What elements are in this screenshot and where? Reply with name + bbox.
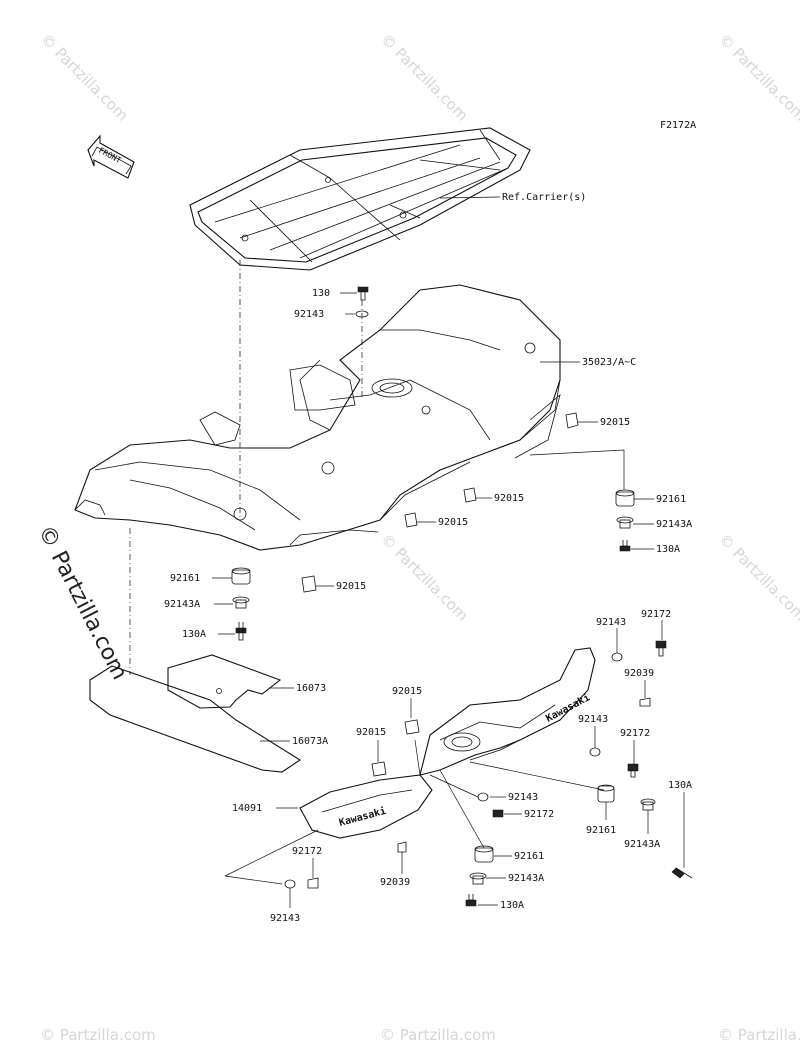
label-130A: 130A xyxy=(500,900,524,911)
washer-92143 xyxy=(589,747,601,757)
bolt-130 xyxy=(357,286,369,301)
carrier-rack xyxy=(189,127,531,271)
watermark: © Partzilla.com xyxy=(377,530,472,625)
label-92143: 92143 xyxy=(270,913,300,924)
bolt-130A xyxy=(235,622,247,641)
grommet-92161 xyxy=(474,845,494,863)
side-cover-left: Kawasaki xyxy=(299,774,433,839)
collar-92143A xyxy=(469,872,487,885)
washer-92143 xyxy=(611,652,623,662)
label-92172: 92172 xyxy=(620,728,650,739)
label-14091: 14091 xyxy=(232,803,262,814)
label-130A: 130A xyxy=(182,629,206,640)
grommet-92161 xyxy=(597,784,615,803)
label-92015: 92015 xyxy=(438,517,468,528)
watermarks: © Partzilla.com © Partzilla.com © Partzi… xyxy=(33,30,800,1044)
grommet-92161 xyxy=(231,567,251,585)
watermark: © Partzilla.com xyxy=(40,1026,156,1044)
watermark: © Partzilla.com xyxy=(715,30,800,125)
watermark: © Partzilla.com xyxy=(718,1026,800,1044)
label-92172: 92172 xyxy=(292,846,322,857)
label-92143A: 92143A xyxy=(656,519,692,530)
label-92143A: 92143A xyxy=(164,599,200,610)
nut-92172 xyxy=(307,877,319,889)
watermark-large: © Partzilla.com xyxy=(33,521,132,684)
collar-92143A xyxy=(232,596,250,609)
label-92143: 92143 xyxy=(596,617,626,628)
label-92015: 92015 xyxy=(392,686,422,697)
clip-92015 xyxy=(301,575,317,593)
watermark: © Partzilla.com xyxy=(715,530,800,625)
washer-92143 xyxy=(284,879,296,889)
label-92143A: 92143A xyxy=(508,873,544,884)
rivet-92039 xyxy=(397,841,407,853)
bolt-130A xyxy=(619,540,631,552)
front-arrow-icon: FRONT xyxy=(87,134,135,179)
rivet-92039 xyxy=(639,697,651,707)
label-92143A: 92143A xyxy=(624,839,660,850)
label-92161: 92161 xyxy=(170,573,200,584)
watermark: © Partzilla.com xyxy=(377,30,472,125)
label-92039: 92039 xyxy=(380,877,410,888)
bolt-92172 xyxy=(492,809,504,818)
label-92143: 92143 xyxy=(508,792,538,803)
label-16073A: 16073A xyxy=(292,736,328,747)
kawasaki-logo: Kawasaki xyxy=(338,805,388,829)
mat-16073A xyxy=(89,665,302,773)
bolt-130A xyxy=(465,894,477,907)
clip-92015 xyxy=(463,487,477,503)
label-130A: 130A xyxy=(656,544,680,555)
clip-92015 xyxy=(565,412,579,429)
watermark: © Partzilla.com xyxy=(380,1026,496,1044)
label-92015: 92015 xyxy=(600,417,630,428)
label-92161: 92161 xyxy=(514,851,544,862)
label-130: 130 xyxy=(312,288,330,299)
label-92172: 92172 xyxy=(641,609,671,620)
label-130A: 130A xyxy=(668,780,692,791)
mat-16073 xyxy=(167,654,282,709)
label-92143: 92143 xyxy=(578,714,608,725)
label-92172: 92172 xyxy=(524,809,554,820)
label-35023: 35023/A~C xyxy=(582,357,636,368)
washer-92143 xyxy=(355,310,369,318)
side-cover-right: Kawasaki xyxy=(419,647,596,776)
label-92015: 92015 xyxy=(336,581,366,592)
collar-92143A xyxy=(640,798,656,811)
label-92039: 92039 xyxy=(624,668,654,679)
label-16073: 16073 xyxy=(296,683,326,694)
clip-92015 xyxy=(404,512,418,528)
figure-code: F2172A xyxy=(660,120,696,131)
label-92161: 92161 xyxy=(656,494,686,505)
label-ref-carrier: Ref.Carrier(s) xyxy=(502,192,586,203)
bolt-92172 xyxy=(627,763,639,778)
clip-92015 xyxy=(371,761,387,777)
rear-fender xyxy=(74,284,561,551)
grommet-92161 xyxy=(615,489,635,507)
clip-92015 xyxy=(404,719,420,735)
label-92161: 92161 xyxy=(586,825,616,836)
bolt-130A xyxy=(671,867,693,879)
collar-92143A xyxy=(616,516,634,529)
label-92015: 92015 xyxy=(494,493,524,504)
washer-92143 xyxy=(477,792,489,802)
bolt-92172 xyxy=(655,640,667,657)
label-92143: 92143 xyxy=(294,309,324,320)
watermark: © Partzilla.com xyxy=(37,30,132,125)
label-92015: 92015 xyxy=(356,727,386,738)
